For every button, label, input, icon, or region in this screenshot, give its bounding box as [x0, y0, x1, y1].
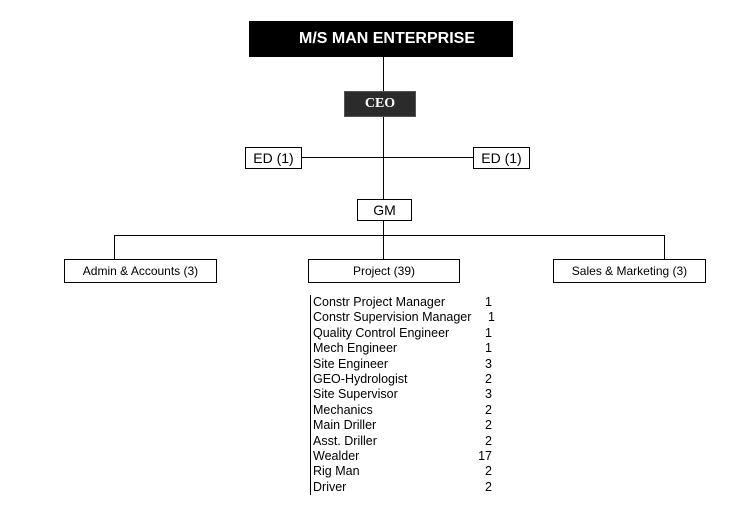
connector-gm-depts: [383, 221, 384, 259]
staff-row: Mech Engineer 1: [313, 341, 498, 356]
staff-count: 2: [485, 402, 492, 417]
staff-count: 2: [485, 371, 492, 386]
dept-node-admin: Admin & Accounts (3): [64, 259, 217, 283]
staff-count: 3: [485, 387, 492, 402]
connector-dept-horizontal: [114, 235, 665, 236]
staff-role: Site Engineer: [313, 356, 389, 371]
connector-ceo-gm: [383, 117, 384, 199]
connector-ed-horizontal: [302, 157, 473, 158]
connector-dept-sales: [664, 235, 665, 259]
company-title-text: M/S MAN ENTERPRISE: [298, 30, 475, 47]
staff-row: Driver 2: [313, 480, 498, 495]
staff-row: Site Supervisor 3: [313, 387, 498, 402]
staff-count: 2: [485, 433, 492, 448]
ed-left-label: ED (1): [253, 150, 294, 166]
staff-count: 1: [488, 310, 495, 325]
company-title: M/S MAN ENTERPRISE: [249, 21, 513, 57]
ed-node-left: ED (1): [245, 147, 302, 169]
staff-role: Asst. Driller: [313, 433, 377, 448]
staff-row: Site Engineer 3: [313, 357, 498, 372]
staff-role: GEO-Hydrologist: [313, 371, 408, 386]
ed-right-label: ED (1): [481, 150, 522, 166]
staff-role: Mech Engineer: [313, 341, 398, 356]
staff-count: 2: [485, 479, 492, 494]
gm-label: GM: [373, 202, 396, 218]
staff-role: Site Supervisor: [313, 387, 398, 402]
staff-role: Mechanics: [313, 402, 373, 417]
dept-node-sales: Sales & Marketing (3): [553, 259, 706, 283]
ceo-node: CEO: [344, 91, 416, 117]
staff-role: Rig Man: [313, 464, 360, 479]
staff-count: 17: [478, 448, 492, 463]
staff-count: 2: [485, 418, 492, 433]
staff-role: Quality Control Engineer: [313, 325, 450, 340]
staff-row: Wealder 17: [313, 449, 498, 464]
gm-node: GM: [357, 199, 412, 221]
staff-row: Rig Man 2: [313, 464, 498, 479]
staff-row: Asst. Driller 2: [313, 434, 498, 449]
staff-role: Constr Project Manager: [313, 295, 446, 309]
staff-row: Main Driller 2: [313, 418, 498, 433]
connector-dept-admin: [114, 235, 115, 259]
staff-count: 3: [485, 356, 492, 371]
dept-project-label: Project (39): [352, 264, 416, 278]
staff-role: Constr Supervision Manager: [313, 310, 472, 325]
staff-row: Quality Control Engineer 1: [313, 326, 498, 341]
dept-sales-label: Sales & Marketing (3): [571, 264, 688, 278]
staff-count: 1: [485, 295, 492, 309]
ceo-label: CEO: [364, 96, 396, 111]
project-staff-list: Constr Project Manager 1 Constr Supervisi…: [310, 295, 498, 496]
staff-count: 1: [485, 325, 492, 340]
staff-row: Mechanics 2: [313, 403, 498, 418]
staff-count: 2: [485, 464, 492, 479]
connector-title-ceo: [383, 57, 384, 91]
staff-row: Constr Supervision Manager 1: [313, 310, 498, 325]
staff-role: Wealder: [313, 448, 360, 463]
staff-role: Main Driller: [313, 418, 377, 433]
ed-node-right: ED (1): [473, 147, 530, 169]
staff-role: Driver: [313, 479, 347, 494]
dept-node-project: Project (39): [308, 259, 460, 283]
staff-row: Constr Project Manager 1: [313, 295, 498, 310]
staff-row: GEO-Hydrologist 2: [313, 372, 498, 387]
dept-admin-label: Admin & Accounts (3): [82, 264, 199, 278]
staff-count: 1: [485, 341, 492, 356]
